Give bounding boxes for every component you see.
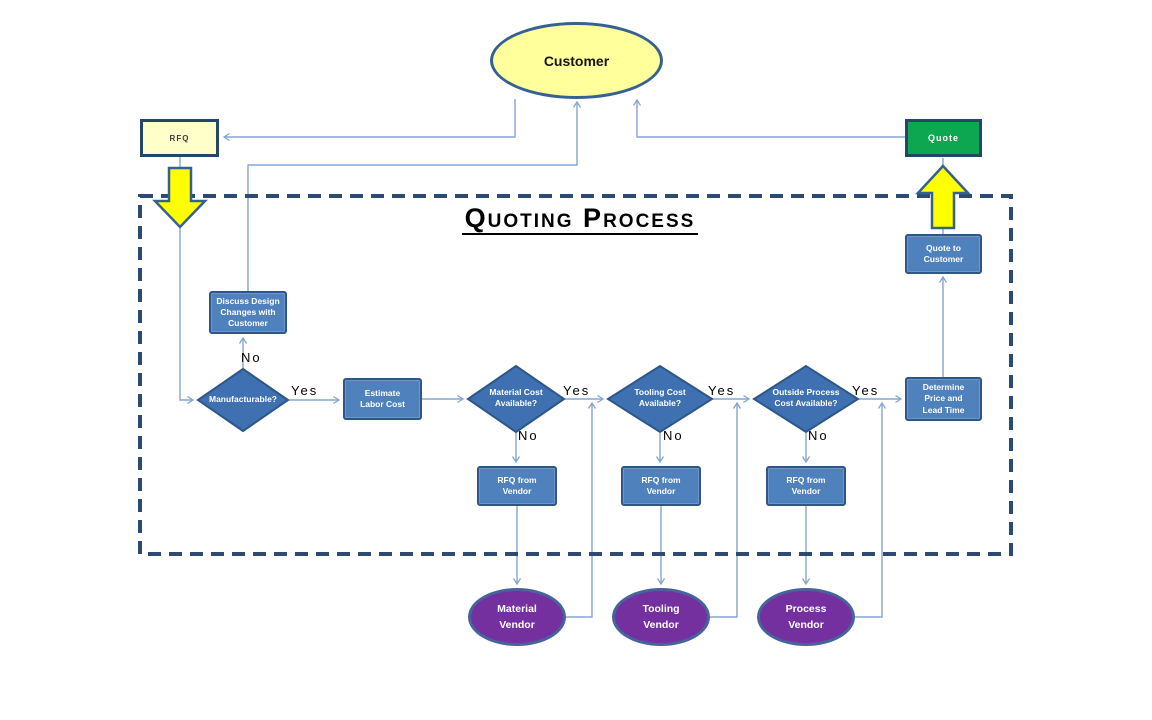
diagram-title-text: Quoting Process (461, 203, 699, 235)
edge-discuss-to-customer (247, 100, 582, 291)
estimate-labor-node: Estimate Labor Cost (343, 378, 422, 420)
edge-rfq-to-manufacturable (179, 157, 195, 405)
tooling-vendor-label: Tooling Vendor (642, 602, 680, 631)
up-block-arrow-icon (915, 164, 971, 230)
rfq-from-vendor-process-label: RFQ from Vendor (786, 474, 826, 496)
determine-price-label: Determine Price and Lead Time (922, 382, 965, 415)
edge-customer-to-rfq (222, 99, 516, 142)
quote-to-customer-node: Quote to Customer (905, 234, 982, 274)
tooling-vendor-node: Tooling Vendor (612, 588, 710, 646)
rfq-label: RFQ (169, 133, 190, 143)
quoting-process-boundary (138, 194, 1013, 556)
edge-materialvendor-return (566, 401, 597, 618)
determine-price-node: Determine Price and Lead Time (905, 377, 982, 421)
rfq-from-vendor-material-node: RFQ from Vendor (477, 466, 557, 506)
tooling-cost-label: Tooling Cost Available? (634, 387, 686, 409)
outside-process-diamond (752, 364, 860, 434)
manufacturable-yes-label: Yes (291, 383, 319, 398)
material-yes-label: Yes (563, 383, 591, 398)
material-vendor-node: Material Vendor (468, 588, 566, 646)
rfq-from-vendor-process-node: RFQ from Vendor (766, 466, 846, 506)
outside-yes-label: Yes (852, 383, 880, 398)
process-vendor-node: Process Vendor (757, 588, 855, 646)
outside-no-label: No (808, 428, 829, 443)
material-cost-diamond (466, 364, 566, 434)
manufacturable-diamond (196, 367, 290, 433)
rfq-from-vendor-tooling-node: RFQ from Vendor (621, 466, 701, 506)
quote-to-customer-label: Quote to Customer (923, 242, 964, 264)
discuss-design-node: Discuss Design Changes with Customer (209, 291, 287, 334)
customer-node: Customer (490, 22, 663, 99)
process-vendor-label: Process Vendor (785, 602, 827, 631)
quote-label: Quote (928, 133, 959, 143)
edge-quote-to-customer (632, 98, 905, 138)
rfq-from-vendor-tooling-label: RFQ from Vendor (641, 474, 681, 496)
customer-label: Customer (543, 52, 610, 69)
quote-node: Quote (905, 119, 982, 157)
edge-toolingvendor-return (710, 401, 742, 618)
diagram-title: Quoting Process (400, 203, 760, 235)
discuss-design-label: Discuss Design Changes with Customer (216, 295, 280, 329)
tooling-yes-label: Yes (708, 383, 736, 398)
outside-process-label: Outside Process Cost Available? (772, 387, 840, 409)
tooling-no-label: No (663, 428, 684, 443)
edge-processvendor-return (855, 401, 887, 618)
manufacturable-no-label: No (241, 350, 262, 365)
estimate-labor-label: Estimate Labor Cost (360, 387, 405, 409)
material-vendor-label: Material Vendor (497, 602, 537, 631)
material-no-label: No (518, 428, 539, 443)
rfq-node: RFQ (140, 119, 219, 157)
manufacturable-label: Manufacturable? (208, 394, 277, 404)
rfq-from-vendor-material-label: RFQ from Vendor (497, 474, 537, 496)
material-cost-label: Material Cost Available? (489, 387, 543, 409)
tooling-cost-diamond (606, 364, 714, 434)
down-block-arrow-icon (152, 166, 208, 229)
